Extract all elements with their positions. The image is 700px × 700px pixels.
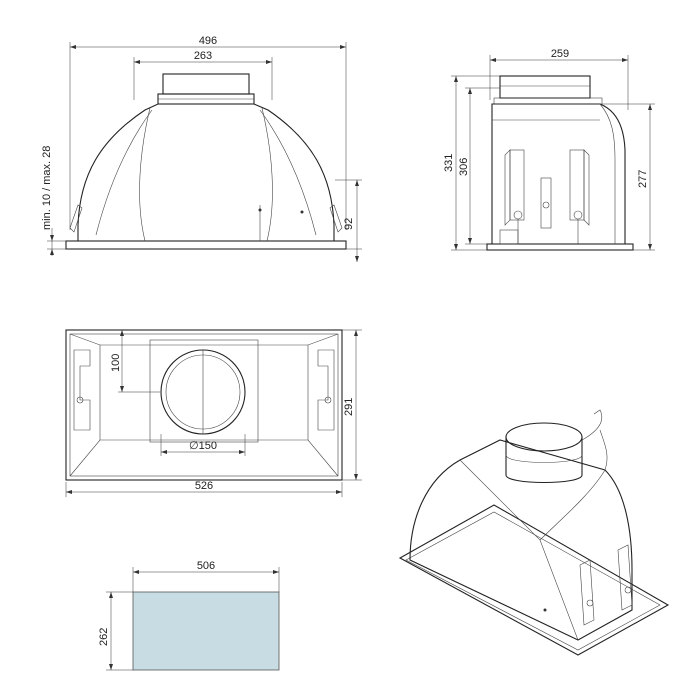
- dim-top-duct-diameter: ∅150: [189, 440, 217, 452]
- dim-top-duct-offset: 100: [110, 354, 122, 372]
- iso-base-plate: [398, 504, 670, 656]
- cutout-rectangle: [132, 591, 280, 671]
- front-base-plate: [65, 240, 347, 250]
- cutout-view: 506 262: [98, 560, 280, 671]
- front-view: 496 263 min. 10 / max. 28 92: [41, 35, 362, 262]
- dim-front-total-width: 496: [199, 35, 217, 47]
- isometric-view: [398, 409, 670, 656]
- front-hood-body: [77, 103, 335, 242]
- front-duct-collar: [162, 73, 250, 95]
- side-body: [491, 103, 626, 245]
- dim-front-adjust-range: min. 10 / max. 28: [41, 146, 53, 230]
- dim-cutout-width: 506: [197, 560, 215, 572]
- top-outline: [65, 329, 343, 481]
- dim-side-body-height: 306: [458, 158, 470, 176]
- dim-side-total-height: 331: [443, 154, 455, 172]
- side-base-plate: [486, 243, 634, 251]
- dim-front-duct-width: 263: [194, 50, 212, 62]
- dim-side-inner-height: 277: [637, 170, 649, 188]
- top-view: 100 291 526 ∅150: [65, 329, 362, 497]
- side-view: 259 331 306 277: [443, 48, 655, 251]
- dim-side-depth: 259: [551, 48, 569, 60]
- iso-duct-top: [505, 422, 583, 452]
- dim-top-depth: 291: [343, 398, 355, 416]
- iso-hood-body: [409, 439, 633, 641]
- dim-front-lower-height: 92: [343, 218, 355, 230]
- dim-cutout-height: 262: [98, 628, 110, 646]
- dim-top-width: 526: [195, 480, 213, 492]
- side-duct: [499, 75, 591, 99]
